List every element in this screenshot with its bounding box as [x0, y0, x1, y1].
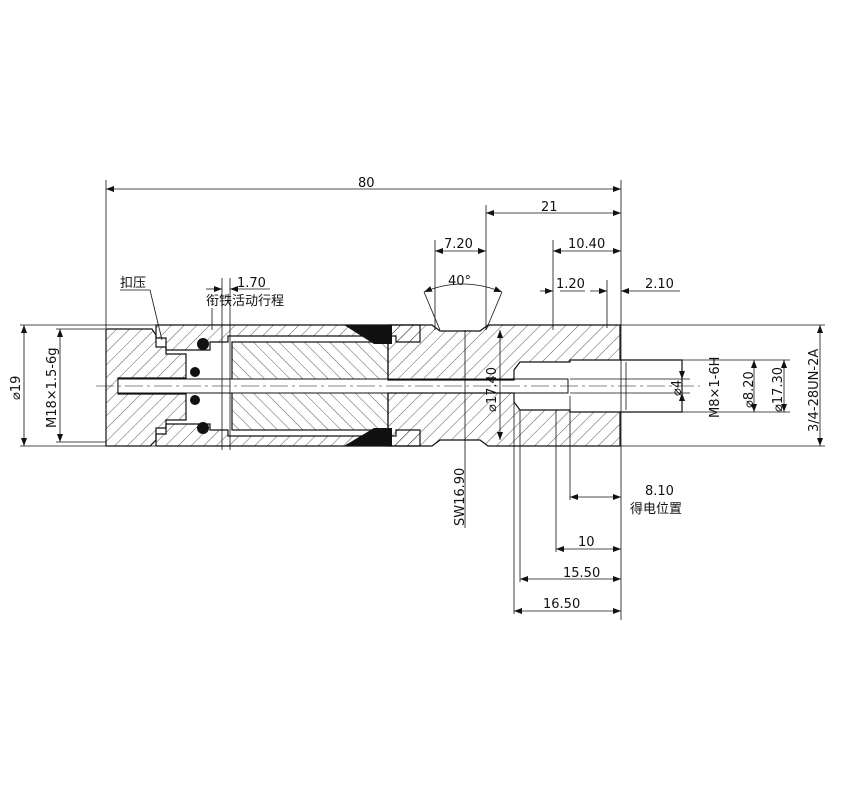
dim-1-70: 1.70 — [237, 276, 266, 291]
dim-thread-m18: M18×1.5-6g — [45, 347, 60, 428]
dimension-labels: 80 21 7.20 10.40 40° 1.20 2.10 1.70 ⌀19 … — [9, 176, 822, 612]
dim-thread-m8: M8×1-6H — [708, 357, 723, 418]
seal-lower — [344, 428, 392, 446]
seals — [190, 325, 392, 446]
o-ring-3 — [190, 395, 200, 405]
dim-angle: 40° — [448, 274, 471, 289]
dim-dia-17-40: ⌀17.40 — [485, 367, 500, 412]
valve-body — [105, 324, 683, 447]
dim-10: 10 — [578, 535, 595, 550]
note-armature-stroke: 衔铁活动行程 — [206, 294, 284, 309]
o-ring-4 — [197, 422, 209, 434]
annotation-notes: 扣压 衔铁活动行程 得电位置 — [120, 276, 682, 517]
note-energized-position: 得电位置 — [630, 501, 682, 517]
dim-dia-4: ⌀4 — [670, 380, 685, 396]
seal-upper — [344, 325, 392, 344]
dim-15-50: 15.50 — [563, 566, 600, 581]
dim-2-10: 2.10 — [645, 277, 674, 292]
dim-dia-19: ⌀19 — [9, 376, 24, 400]
hex-body-lower — [387, 392, 621, 447]
hex-body — [387, 324, 621, 381]
dim-16-50: 16.50 — [543, 597, 580, 612]
dim-8-10: 8.10 — [645, 484, 674, 499]
dim-thread-unf: 3/4-28UN-2A — [807, 349, 822, 432]
dimension-lines — [21, 186, 823, 614]
dim-21: 21 — [541, 200, 558, 215]
o-ring-2 — [190, 367, 200, 377]
dim-overall-length: 80 — [358, 176, 375, 191]
o-ring-1 — [197, 338, 209, 350]
note-crimp: 扣压 — [120, 276, 146, 291]
dim-10-40: 10.40 — [568, 237, 605, 252]
dim-1-20: 1.20 — [556, 277, 585, 292]
dim-dia-17-30: ⌀17.30 — [771, 367, 786, 412]
extension-lines — [20, 180, 825, 620]
dim-7-20: 7.20 — [444, 237, 473, 252]
dim-sw: SW16.90 — [453, 468, 468, 526]
dim-dia-8-20: ⌀8.20 — [742, 371, 757, 408]
